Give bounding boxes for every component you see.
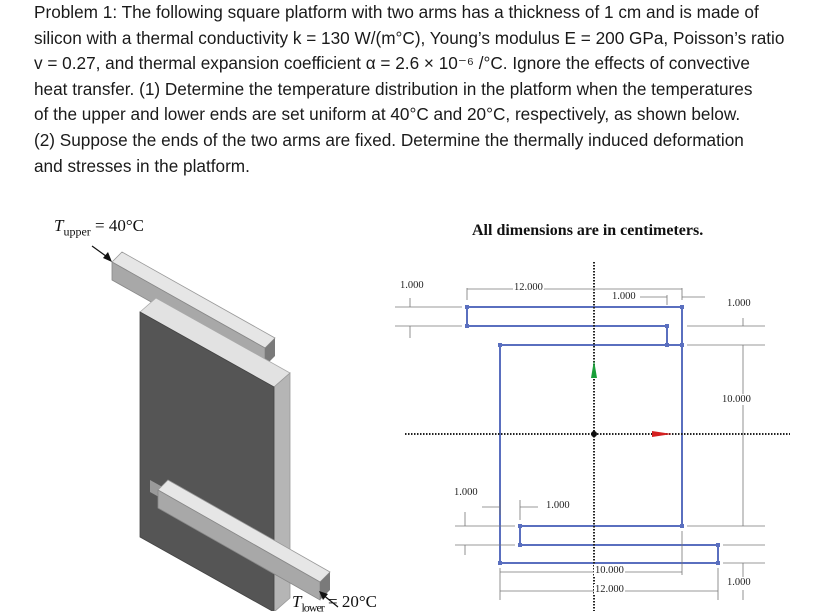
- problem-line: heat transfer. (1) Determine the tempera…: [34, 78, 753, 99]
- problem-line: silicon with a thermal conductivity k = …: [34, 27, 785, 48]
- problem-line: Problem 1: The following square platform…: [34, 2, 759, 22]
- dim-left-1000-bottom: 1.000: [453, 487, 479, 498]
- dim-bottom-10000: 10.000: [594, 565, 625, 576]
- dim-right-10000: 10.000: [721, 394, 752, 405]
- problem-statement: Problem 1: The following square platform…: [34, 0, 818, 179]
- dim-top-left-1000: 1.000: [399, 280, 425, 291]
- dim-bottom-1000-mid: 1.000: [545, 500, 571, 511]
- dim-bottom-12000: 12.000: [594, 584, 625, 595]
- problem-line: of the upper and lower ends are set unif…: [34, 104, 741, 125]
- dim-top-12000: 12.000: [513, 282, 544, 293]
- problem-line: (2) Suppose the ends of the two arms are…: [34, 129, 744, 150]
- dim-right-1000-bottom: 1.000: [726, 577, 752, 588]
- t-upper-label: Tupper = 40°C: [54, 216, 145, 239]
- problem-line: v = 0.27, and thermal expansion coeffici…: [34, 53, 750, 74]
- problem-line: and stresses in the platform.: [34, 155, 250, 176]
- dimensions-note: All dimensions are in centimeters.: [472, 222, 704, 239]
- dim-right-1000-top: 1.000: [726, 298, 752, 309]
- dim-top-1000-mid: 1.000: [611, 291, 637, 302]
